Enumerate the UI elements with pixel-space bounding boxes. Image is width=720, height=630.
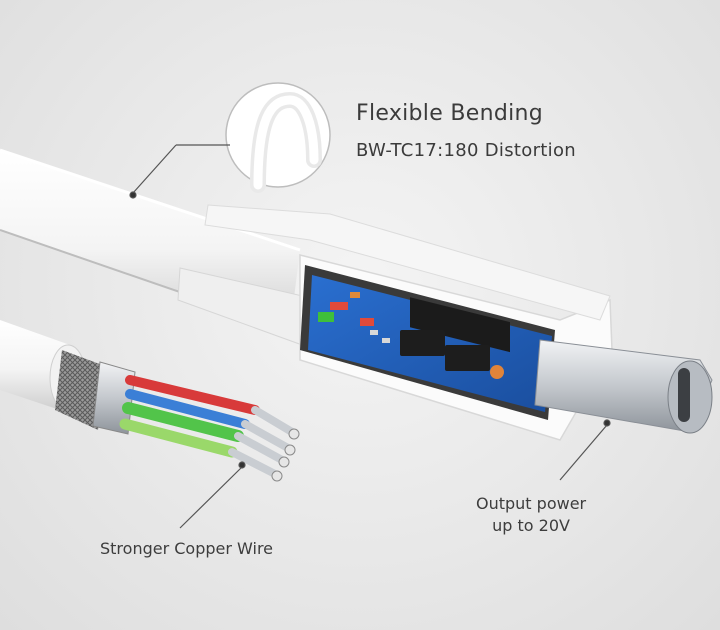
bent-cable-circle-icon [225,82,331,193]
main-cable [0,148,321,351]
flexible-bending-title: Flexible Bending [356,101,544,126]
distortion-subtitle: BW-TC17:180 Distortion [356,140,576,161]
output-power-line2: up to 20V [492,516,570,535]
circuit-board-icon [308,275,552,412]
output-power-line1: Output power [476,494,587,513]
copper-wire-label: Stronger Copper Wire [100,539,274,558]
callout-lines [129,144,611,529]
usb-c-plug-icon [534,339,713,434]
copper-wire-bundle-icon [119,375,300,482]
cut-cable [0,320,136,435]
output-power-label: Output power up to 20V [476,493,586,537]
